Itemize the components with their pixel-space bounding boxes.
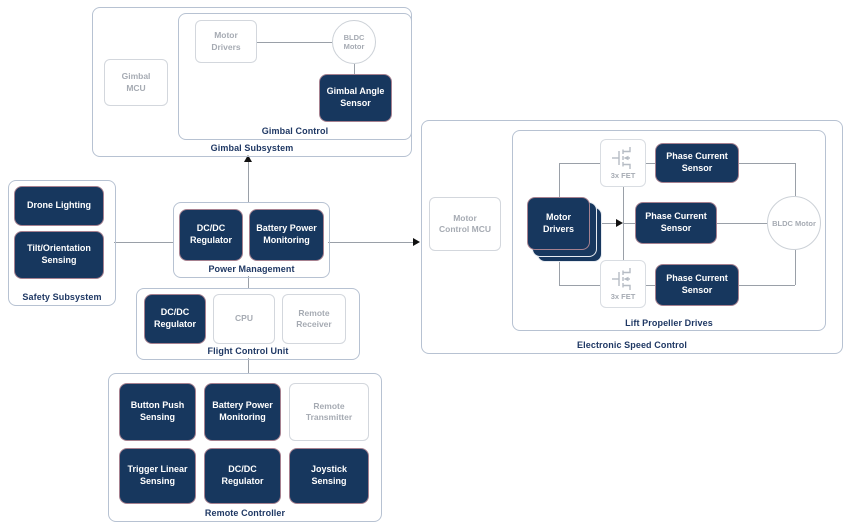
- fetbottom-to-pcsbottom-line: [646, 285, 655, 286]
- md-to-fettop-vline: [559, 163, 560, 197]
- gimbal-control-container: Gimbal Control Motor Drivers BLDC Motor …: [178, 13, 412, 140]
- node-fcu-remote-receiver: Remote Receiver: [282, 294, 346, 344]
- node-tilt-orientation-sensing: Tilt/Orientation Sensing: [14, 231, 104, 279]
- md-to-fetbottom-hline: [559, 285, 600, 286]
- pcstop-to-motor-hline: [739, 163, 795, 164]
- node-rc-dcdc-regulator: DC/DC Regulator: [204, 448, 281, 504]
- node-gimbal-angle-sensor: Gimbal Angle Sensor: [319, 74, 392, 122]
- node-rc-trigger-linear-sensing: Trigger Linear Sensing: [119, 448, 196, 504]
- connector-power-to-esc-line: [328, 242, 414, 243]
- arrowhead-md-output-icon: [616, 219, 623, 227]
- node-phase-current-sensor-mid: Phase Current Sensor: [635, 202, 717, 244]
- md-to-junction-line: [590, 223, 617, 224]
- node-drone-lighting: Drone Lighting: [14, 186, 104, 226]
- connector-safety-to-power-line: [114, 242, 173, 243]
- pcstop-to-motor-vline: [795, 163, 796, 196]
- pcsmid-to-motor-line: [717, 223, 767, 224]
- lift-propeller-drives-label: Lift Propeller Drives: [625, 318, 713, 328]
- node-fet-bottom: 3x FET: [600, 260, 646, 308]
- node-esc-bldc-motor: BLDC Motor: [767, 196, 821, 250]
- node-fet-top: 3x FET: [600, 139, 646, 187]
- gimbal-motordrivers-to-motor-line: [257, 42, 332, 43]
- pcsbottom-to-motor-vline: [795, 250, 796, 285]
- node-gimbal-motor-drivers: Motor Drivers: [195, 20, 257, 63]
- node-rc-button-push-sensing: Button Push Sensing: [119, 383, 196, 441]
- arrowhead-to-esc-icon: [413, 238, 420, 246]
- remote-controller-container: Remote Controller Button Push Sensing Ba…: [108, 373, 382, 522]
- connector-fcu-to-remote-line: [248, 358, 249, 373]
- node-phase-current-sensor-bottom: Phase Current Sensor: [655, 264, 739, 306]
- arrowhead-to-gimbal-icon: [244, 155, 252, 162]
- node-rc-remote-transmitter: Remote Transmitter: [289, 383, 369, 441]
- flight-control-unit-label: Flight Control Unit: [207, 346, 289, 356]
- node-phase-current-sensor-top: Phase Current Sensor: [655, 143, 739, 183]
- gimbal-subsystem-label: Gimbal Subsystem: [210, 143, 294, 153]
- node-fcu-dcdc-regulator: DC/DC Regulator: [144, 294, 206, 344]
- node-pm-battery-power-monitoring: Battery Power Monitoring: [249, 209, 324, 261]
- connector-power-to-fcu-line: [248, 276, 249, 288]
- lift-propeller-drives-container: Lift Propeller Drives Motor Drivers: [512, 130, 826, 331]
- esc-label: Electronic Speed Control: [577, 340, 687, 350]
- node-fcu-cpu: CPU: [213, 294, 275, 344]
- node-rc-battery-power-monitoring: Battery Power Monitoring: [204, 383, 281, 441]
- fet-top-label: 3x FET: [610, 171, 636, 180]
- esc-container: Electronic Speed Control Motor Control M…: [421, 120, 843, 354]
- safety-subsystem-label: Safety Subsystem: [22, 292, 102, 302]
- power-management-container: Power Management DC/DC Regulator Battery…: [173, 202, 330, 278]
- gimbal-subsystem-container: Gimbal Subsystem Gimbal MCU Gimbal Contr…: [92, 7, 412, 157]
- node-rc-joystick-sensing: Joystick Sensing: [289, 448, 369, 504]
- mosfet-icon: [612, 268, 631, 290]
- gimbal-motor-to-sensor-line: [354, 64, 355, 74]
- flight-control-unit-container: Flight Control Unit DC/DC Regulator CPU …: [136, 288, 360, 360]
- mosfet-icon: [612, 147, 631, 169]
- safety-subsystem-container: Safety Subsystem Drone Lighting Tilt/Ori…: [8, 180, 116, 306]
- fet-bottom-label: 3x FET: [610, 292, 636, 301]
- md-to-fetbottom-vline: [559, 250, 560, 285]
- remote-controller-label: Remote Controller: [204, 508, 286, 518]
- node-pm-dcdc-regulator: DC/DC Regulator: [179, 209, 243, 261]
- junction-to-pcsmid-line: [623, 223, 635, 224]
- node-gimbal-mcu: Gimbal MCU: [104, 59, 168, 106]
- gimbal-control-label: Gimbal Control: [261, 126, 329, 136]
- pcsbottom-to-motor-hline: [739, 285, 795, 286]
- connector-power-to-gimbal-line: [248, 161, 249, 202]
- node-esc-motor-drivers: Motor Drivers: [527, 197, 590, 250]
- node-gimbal-bldc-motor: BLDC Motor: [332, 20, 376, 64]
- power-management-label: Power Management: [208, 264, 295, 274]
- fettop-to-pcstop-line: [646, 163, 655, 164]
- node-esc-motor-control-mcu: Motor Control MCU: [429, 197, 501, 251]
- md-to-fettop-hline: [559, 163, 600, 164]
